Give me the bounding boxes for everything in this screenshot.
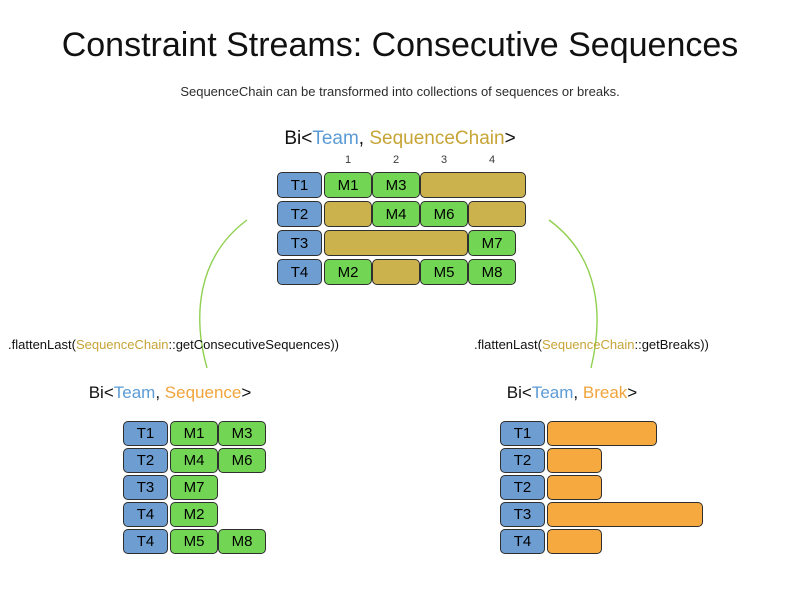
shift-cell: M3 [372,172,420,198]
shift-cell: M4 [372,201,420,227]
team-cell: T2 [500,475,545,500]
team-type-text: Team [531,383,574,402]
sequencechain-type-text: SequenceChain [541,337,635,352]
chain-row: T3 M7 [277,230,526,256]
sequencechain-type-text: SequenceChain [369,128,505,149]
break-bar [547,475,602,500]
heading-prefix: Bi< [88,383,114,402]
break-row: T1 [500,421,703,446]
transform-prefix: .flattenLast( [8,337,76,352]
shift-cell: M8 [468,259,516,285]
shift-cell: M6 [218,448,266,473]
heading-suffix: > [504,128,516,149]
break-bar [547,529,602,554]
shift-cell: M2 [324,259,372,285]
right-transform-label: .flattenLast(SequenceChain::getBreaks)) [474,337,709,352]
team-cell: T4 [277,259,322,285]
shift-cell: M4 [170,448,218,473]
break-bar [547,448,602,473]
break-row: T4 [500,529,703,554]
team-cell: T4 [123,529,168,554]
heading-separator: , [155,383,165,402]
shift-cell: M7 [170,475,218,500]
shift-cell: M5 [420,259,468,285]
team-cell: T3 [277,230,322,256]
heading-prefix: Bi< [506,383,532,402]
shift-cell: M2 [170,502,218,527]
team-cell: T2 [500,448,545,473]
shift-cell: M5 [170,529,218,554]
transform-suffix: ::getBreaks)) [634,337,709,352]
sequence-type-text: Sequence [164,383,242,402]
left-transform-label: .flattenLast(SequenceChain::getConsecuti… [8,337,339,352]
break-row: T2 [500,475,703,500]
shift-cell: M1 [324,172,372,198]
chain-filler [372,259,420,285]
heading-prefix: Bi< [284,128,313,149]
chain-filler [324,201,372,227]
shift-cell: M7 [468,230,516,256]
team-cell: T1 [500,421,545,446]
column-number: 3 [440,154,448,166]
chain-filler [468,201,526,227]
chain-filler [324,230,468,256]
transform-suffix: ::getConsecutiveSequences)) [168,337,340,352]
chain-filler [420,172,526,198]
team-cell: T2 [277,201,322,227]
heading-separator: , [358,128,370,149]
team-cell: T1 [123,421,168,446]
column-headers: 1 2 3 4 [277,152,526,169]
left-heading: Bi<Team, Sequence> [70,383,270,403]
team-cell: T3 [123,475,168,500]
heading-separator: , [573,383,583,402]
team-type-text: Team [113,383,156,402]
heading-suffix: > [241,383,252,402]
break-bar [547,502,703,527]
top-heading: Bi<Team, SequenceChain> [0,128,800,150]
shift-cell: M8 [218,529,266,554]
break-row: T3 [500,502,703,527]
team-cell: T2 [123,448,168,473]
shift-cell: M1 [170,421,218,446]
team-cell: T3 [500,502,545,527]
break-type-text: Break [582,383,628,402]
column-number: 4 [488,154,496,166]
team-cell: T1 [277,172,322,198]
team-cell: T4 [123,502,168,527]
slide-subtitle: SequenceChain can be transformed into co… [180,84,620,99]
column-number: 2 [392,154,400,166]
shift-cell: M6 [420,201,468,227]
break-row: T2 [500,448,703,473]
shift-cell: M3 [218,421,266,446]
team-cell: T4 [500,529,545,554]
column-number: 1 [344,154,352,166]
slide-title: Constraint Streams: Consecutive Sequence… [61,26,739,64]
team-type-text: Team [312,128,359,149]
right-heading: Bi<Team, Break> [472,383,672,403]
heading-suffix: > [627,383,638,402]
sequencechain-type-text: SequenceChain [75,337,169,352]
break-bar [547,421,657,446]
transform-prefix: .flattenLast( [474,337,542,352]
